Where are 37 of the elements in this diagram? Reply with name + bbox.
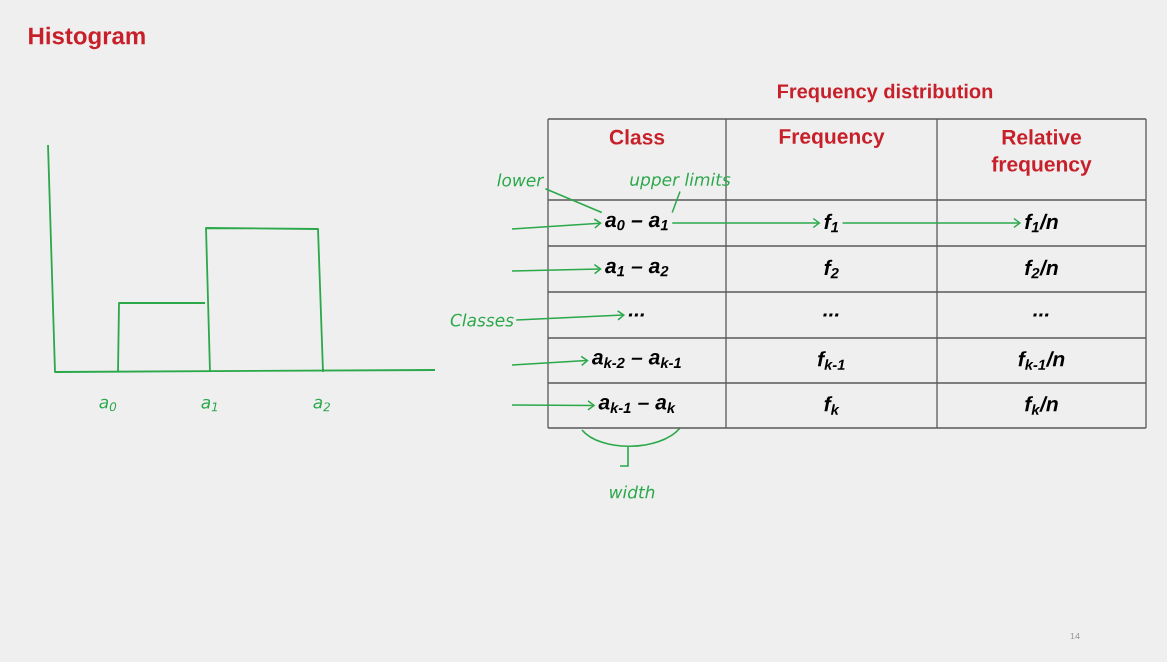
table-entry: ...: [1033, 313, 1049, 317]
handwritten-label: a$_{0}$: [99, 398, 117, 412]
table-entry: f$_{k}$/n: [1025, 396, 1058, 415]
handwritten-label: a$_{2}$: [313, 398, 330, 412]
arrow: [515, 310, 626, 321]
arrow: [511, 263, 602, 275]
table-entry: f$_{1}$/n: [1025, 213, 1058, 233]
leader-line: [544, 188, 603, 214]
table-entry: a$_{k-1}$ – a$_{k}$: [598, 398, 676, 413]
handwritten-label: a$_{1}$: [201, 398, 217, 412]
column-header: Frequency: [779, 129, 885, 148]
table-entry: f$_{k-1}$: [817, 351, 845, 370]
table-entry: f$_{2}$/n: [1025, 259, 1058, 279]
table-entry: ...: [628, 313, 644, 317]
table-entry: ...: [823, 313, 839, 317]
table-entry: a$_{k-2}$ – a$_{k-1}$: [592, 353, 681, 368]
table-entry: f$_{1}$: [824, 213, 839, 233]
page-number: 14: [1070, 632, 1080, 640]
column-header: Relative frequency: [991, 129, 1092, 176]
table-entry: f$_{2}$: [824, 259, 839, 279]
handwritten-note: upper limits: [630, 172, 731, 190]
arrow: [511, 355, 589, 367]
column-header: Class: [609, 129, 665, 145]
arrow: [511, 400, 596, 411]
handwritten-note: Classes: [450, 313, 514, 327]
arrow: [511, 218, 602, 230]
arrow: [671, 217, 821, 229]
slide-title: Histogram: [29, 26, 145, 50]
handwritten-label: width: [610, 485, 655, 499]
table-entry: a$_{1}$ – a$_{2}$: [605, 261, 669, 277]
table-entry: f$_{k}$: [824, 396, 840, 415]
arrow: [841, 217, 1022, 229]
table-entry: f$_{k-1}$/n: [1018, 351, 1065, 370]
table-caption: Frequency distribution: [778, 83, 993, 103]
table-entry: a$_{0}$ – a$_{1}$: [605, 215, 668, 231]
handwritten-note: lower: [497, 173, 545, 187]
leader-line: [671, 190, 681, 214]
